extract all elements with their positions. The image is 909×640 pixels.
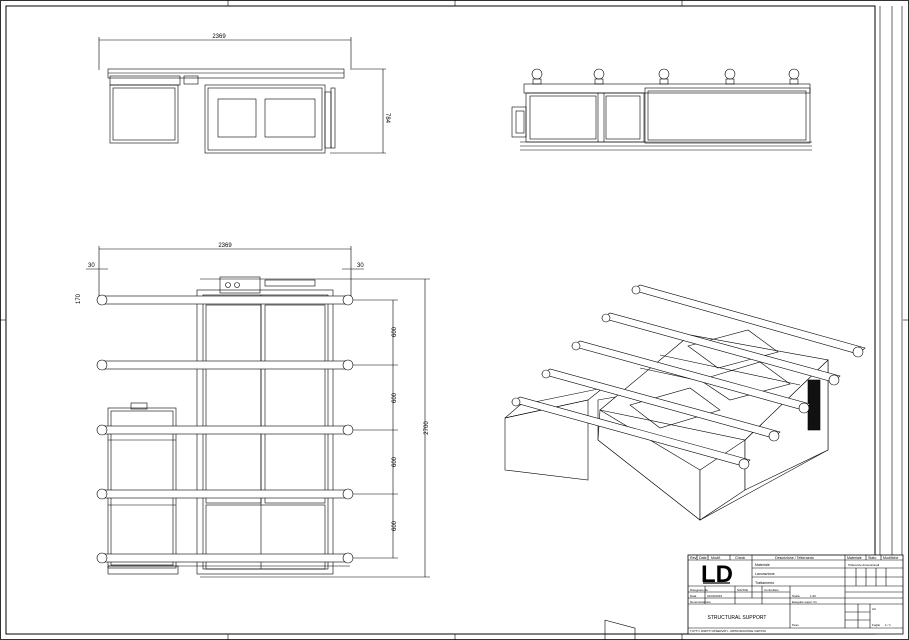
title-block: LD Rev Date Modif. Check Descrizione / T… xyxy=(687,554,904,635)
drawing-title: STRUCTURAL SUPPORT xyxy=(708,615,767,621)
support-bars xyxy=(96,294,354,564)
hdr-material: Materiale xyxy=(847,556,862,560)
dim-spacing-3: 600 xyxy=(392,456,398,467)
sheet-value: 1 / 1 xyxy=(885,623,891,627)
lifting-eyes xyxy=(531,68,800,85)
plan-view: 2369 30 30 170 600 600 600 600 2700 xyxy=(76,243,430,578)
dim-plan-width: 2369 xyxy=(218,243,232,249)
check-label: Controllato xyxy=(764,588,779,592)
dim-spacing-2: 600 xyxy=(392,392,398,403)
front-elevation-view: 2369 784 xyxy=(98,34,390,154)
iso-support-bars xyxy=(511,284,866,470)
date-value: 01/03/2019 xyxy=(707,594,722,598)
sheet-label: Foglio xyxy=(872,623,881,627)
hdr-description: Descrizione / Tetteraedo xyxy=(775,556,814,560)
isometric-view xyxy=(504,284,866,640)
hdr-rev: Rev xyxy=(690,556,697,560)
hdr-state: Stato xyxy=(868,556,876,560)
dim-plan-total: 2700 xyxy=(424,421,430,435)
drawn-label: Disegnato da xyxy=(690,588,708,592)
dim-plan-offset-right: 30 xyxy=(357,263,364,269)
supplier-label: Eseguito super. fin xyxy=(792,600,817,604)
hdr-check: Check xyxy=(735,556,745,560)
drawn-value: SAVIOE xyxy=(737,588,748,592)
scale-label: Scala xyxy=(792,594,800,598)
hdr-modif: Modif. xyxy=(711,556,721,560)
date-label: Data xyxy=(690,594,697,598)
side-elevation-view xyxy=(511,68,812,151)
format-value: A3 xyxy=(872,607,876,611)
dim-plan-offset-left: 30 xyxy=(88,263,95,269)
footer-rights: TUTTI I DIRITTI RISERVATI - RIPRODUZIONE… xyxy=(690,629,766,633)
tolerance-header: Tolleranze dimensionali xyxy=(848,563,880,567)
description-label: Denominazione xyxy=(690,600,711,604)
hdr-modifications: Modifiche xyxy=(883,556,898,560)
dim-bar-width: 170 xyxy=(76,293,82,304)
hdr-date: Date xyxy=(699,556,707,560)
row-machining: Lavorazione xyxy=(755,572,775,576)
row-treatment: Trattamento xyxy=(755,581,774,585)
dim-spacing-4: 600 xyxy=(392,520,398,531)
scale-value: 1:20 xyxy=(810,594,816,598)
dim-spacing-1: 600 xyxy=(392,326,398,337)
row-material: Materiale xyxy=(755,563,770,567)
dim-top-height: 784 xyxy=(384,113,390,124)
mass-label: Peso xyxy=(792,623,799,627)
company-logo: LD xyxy=(701,561,733,588)
dim-top-width: 2369 xyxy=(212,34,226,40)
